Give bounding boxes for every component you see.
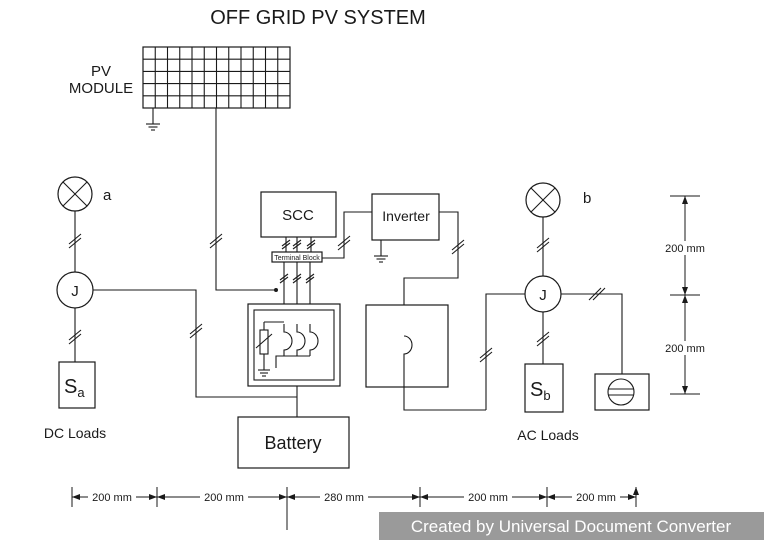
- conductor-tick: [68, 333, 82, 345]
- horizontal-dimension-label: 200 mm: [204, 492, 244, 504]
- conductor-tick: [479, 347, 493, 359]
- dc-distribution-box: [247, 303, 341, 387]
- wire-node-dot: [274, 288, 278, 292]
- conductor-tick: [479, 351, 493, 363]
- battery-label: Battery: [264, 433, 321, 453]
- conductor-tick: [451, 243, 465, 255]
- inverter-label: Inverter: [382, 208, 430, 224]
- ac-distribution-box: [365, 304, 486, 411]
- ac-feed-wire: [485, 293, 525, 410]
- junction-left-label: J: [71, 283, 79, 300]
- socket-outlet-icon: [594, 373, 650, 411]
- scc-output-leads: [281, 237, 316, 252]
- switch-b-box: [524, 363, 564, 413]
- conductor-tick: [536, 237, 550, 249]
- dc-to-inverter-wire: [322, 211, 372, 259]
- conductor-tick: [68, 233, 82, 245]
- conductor-tick: [209, 237, 223, 249]
- horizontal-dimension-label: 200 mm: [576, 492, 616, 504]
- horizontal-dimension-label: 200 mm: [92, 492, 132, 504]
- conductor-tick: [337, 235, 351, 247]
- conductor-tick: [189, 323, 203, 335]
- dc-loads-label: DC Loads: [44, 425, 106, 441]
- watermark-text: Created by Universal Document Converter: [411, 517, 732, 536]
- lamp-b-icon: [525, 182, 561, 218]
- socket-feed-wire: [561, 293, 623, 374]
- conductor-tick: [536, 241, 550, 253]
- conductor-tick: [189, 327, 203, 339]
- terminal-block-label: Terminal Block: [274, 255, 320, 262]
- pv-module-label-line1: PV: [91, 63, 111, 80]
- conductor-tick: [451, 239, 465, 251]
- pv-module-panel: [142, 46, 291, 109]
- horizontal-dimension-label: 200 mm: [468, 492, 508, 504]
- lamp-b-label: b: [583, 190, 591, 207]
- conductor-tick: [536, 335, 550, 347]
- conductor-tick: [588, 287, 602, 301]
- pv-module-label-line2: MODULE: [69, 80, 133, 97]
- conductor-tick: [592, 287, 606, 301]
- conductor-tick: [209, 233, 223, 245]
- diagram-title: OFF GRID PV SYSTEM: [210, 7, 426, 29]
- lamp-a-label: a: [103, 187, 112, 204]
- watermark-banner: [379, 512, 764, 540]
- conductor-tick: [536, 331, 550, 343]
- switch-a-box: [58, 361, 96, 409]
- pv-to-junction-wire: [215, 108, 276, 291]
- dc-load-feed-wire: [93, 289, 297, 398]
- battery-box: [237, 416, 350, 469]
- conductor-tick: [68, 237, 82, 249]
- scc-box: [260, 191, 337, 238]
- lamp-a-icon: [57, 176, 93, 212]
- vertical-dimension: [660, 195, 710, 395]
- scc-label: SCC: [282, 207, 314, 224]
- switch-b-label: Sb: [530, 379, 551, 403]
- conductor-tick: [337, 239, 351, 251]
- inverter-output-wire: [403, 211, 459, 336]
- inverter-ground-symbol: [374, 240, 388, 263]
- junction-right-label: J: [539, 287, 547, 304]
- horizontal-dimension-label: 280 mm: [324, 492, 364, 504]
- vertical-dimension-label: 200 mm: [665, 343, 705, 355]
- inverter-box: [371, 193, 440, 241]
- horizontal-dimension: [71, 487, 639, 530]
- vertical-dimension-label: 200 mm: [665, 243, 705, 255]
- ac-loads-label: AC Loads: [517, 427, 578, 443]
- switch-a-label: Sa: [64, 376, 85, 400]
- conductor-tick: [68, 329, 82, 341]
- pv-ground-symbol: [146, 108, 160, 131]
